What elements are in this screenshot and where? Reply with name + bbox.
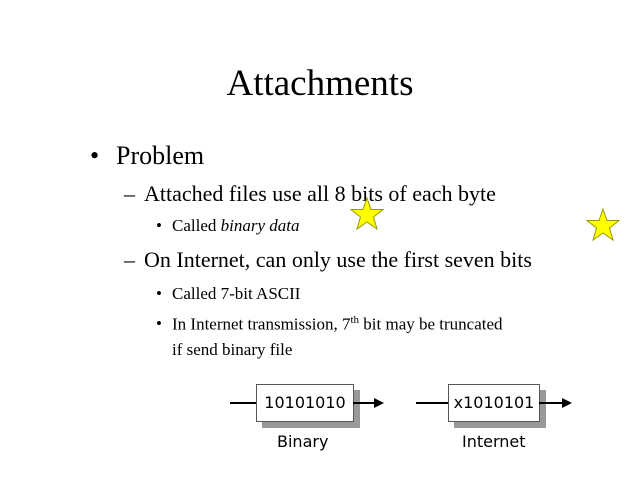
superscript: th xyxy=(350,314,360,326)
star-icon xyxy=(350,197,384,231)
star-icon xyxy=(586,208,620,242)
bullet-internet-seven-bits: On Internet, can only use the first seve… xyxy=(144,247,532,272)
italic-text: binary data xyxy=(220,216,300,235)
text: bit may be truncated xyxy=(359,314,503,334)
bullet-dot: • xyxy=(156,314,162,333)
text: In Internet transmission, 7 xyxy=(172,314,351,334)
dash: – xyxy=(124,247,135,272)
internet-label: Internet xyxy=(462,432,526,451)
bullet-continuation: if send binary file xyxy=(172,340,293,359)
output-line xyxy=(353,402,375,404)
bullet-problem: Problem xyxy=(116,141,205,170)
bullet-dot: • xyxy=(156,216,162,235)
input-line xyxy=(416,402,448,404)
bullet-7bit-ascii: Called 7-bit ASCII xyxy=(172,284,301,303)
binary-label: Binary xyxy=(277,432,329,451)
binary-value-box: 10101010 xyxy=(256,384,354,422)
dash: – xyxy=(124,181,135,206)
bullet-truncated: In Internet transmission, 7th bit may be… xyxy=(172,314,503,335)
slide-title: Attachments xyxy=(226,63,414,104)
internet-value-box: x1010101 xyxy=(448,384,540,422)
arrow-icon xyxy=(562,398,572,408)
arrow-icon xyxy=(374,398,384,408)
bullet-attached-files: Attached files use all 8 bits of each by… xyxy=(144,181,496,206)
bullet-dot: • xyxy=(156,284,162,303)
text: Called xyxy=(172,216,221,235)
output-line xyxy=(539,402,563,404)
bullet-binary-data: Called binary data xyxy=(172,216,300,236)
input-line xyxy=(230,402,256,404)
bullet-dot: • xyxy=(90,141,100,170)
